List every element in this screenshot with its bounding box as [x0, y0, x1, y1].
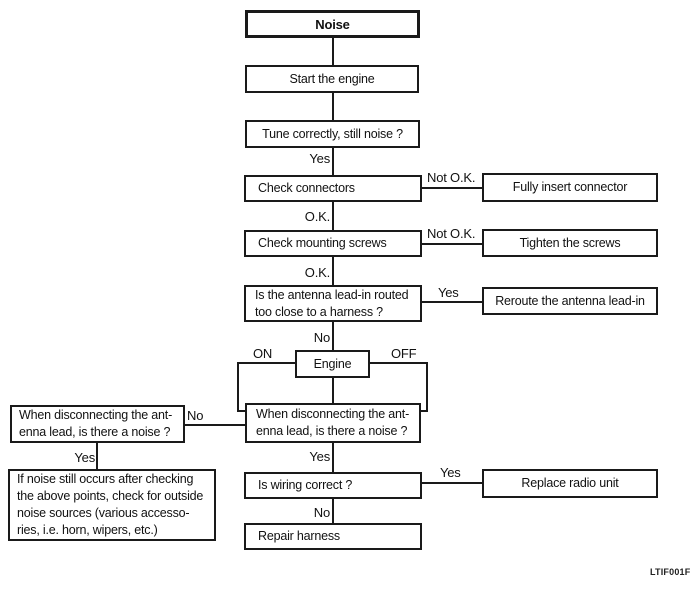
- node-tune-correctly: Tune correctly, still noise ?: [245, 120, 420, 148]
- edge-label-ok-connectors: O.K.: [304, 209, 330, 224]
- connector-screws-tighten: [422, 243, 482, 245]
- connector-antenna-engine: [332, 322, 334, 350]
- node-fully-insert-connector-label: Fully insert connector: [512, 180, 628, 194]
- connector-engine-on-vertical: [237, 362, 239, 412]
- node-reroute-antenna-label: Reroute the antenna lead-in: [495, 293, 645, 308]
- node-check-connectors: Check connectors: [244, 175, 422, 202]
- node-engine: Engine: [295, 350, 370, 378]
- node-is-wiring-correct: Is wiring correct ?: [244, 472, 422, 499]
- edge-label-no-antenna: No: [313, 330, 330, 345]
- node-repair-harness: Repair harness: [244, 523, 422, 550]
- edge-label-no-wiring: No: [313, 505, 330, 520]
- connector-connectors-fully-insert: [422, 187, 482, 189]
- edge-label-yes-wiring: Yes: [440, 465, 461, 480]
- edge-label-no-disconnect: No: [187, 408, 204, 423]
- connector-start-tune: [332, 93, 334, 120]
- node-disconnect-center-line1: When disconnecting the ant-: [256, 407, 410, 421]
- connector-engine-disconnect: [332, 378, 334, 403]
- node-start-engine-label: Start the engine: [289, 71, 375, 86]
- node-outside-noise-line1: If noise still occurs after checking: [17, 472, 194, 486]
- node-tune-correctly-label: Tune correctly, still noise ?: [262, 126, 403, 141]
- node-outside-noise-line3: noise sources (various accesso-: [17, 506, 190, 520]
- connector-engine-off-vertical: [426, 362, 428, 412]
- edge-label-yes-disconnect: Yes: [309, 449, 330, 464]
- connector-disconnect-no-left: [185, 424, 245, 426]
- node-disconnect-left-line2: enna lead, is there a noise ?: [19, 425, 171, 439]
- node-disconnect-center-line2: enna lead, is there a noise ?: [256, 424, 408, 438]
- node-engine-label: Engine: [313, 356, 352, 371]
- connector-engine-off-horizontal: [370, 362, 428, 364]
- node-disconnect-center: When disconnecting the ant- enna lead, i…: [245, 403, 421, 443]
- node-outside-noise: If noise still occurs after checking the…: [8, 469, 216, 541]
- edge-label-yes-antenna: Yes: [438, 285, 459, 300]
- connector-wiring-repair: [332, 499, 334, 523]
- edge-label-engine-off: OFF: [391, 346, 417, 361]
- node-reroute-antenna: Reroute the antenna lead-in: [482, 287, 658, 315]
- edge-label-notok-connectors: Not O.K.: [427, 170, 476, 185]
- node-outside-noise-line4: ries, i.e. horn, wipers, etc.): [17, 523, 158, 537]
- node-disconnect-left-line1: When disconnecting the ant-: [19, 408, 173, 422]
- node-tighten-screws-label: Tighten the screws: [519, 235, 621, 250]
- node-start-engine: Start the engine: [245, 65, 419, 93]
- node-noise-label: Noise: [315, 16, 350, 32]
- connector-disconnect-wiring: [332, 443, 334, 472]
- connector-engine-off-stub: [419, 410, 428, 412]
- node-check-mounting-screws: Check mounting screws: [244, 230, 422, 257]
- connector-antenna-reroute: [422, 301, 482, 303]
- connector-connectors-screws: [332, 202, 334, 230]
- connector-wiring-replace: [422, 482, 482, 484]
- node-antenna-lead-in-line2: too close to a harness ?: [255, 304, 383, 319]
- node-tighten-screws: Tighten the screws: [482, 229, 658, 257]
- figure-code: LTIF001F: [650, 567, 691, 577]
- node-disconnect-left: When disconnecting the ant- enna lead, i…: [10, 405, 185, 443]
- node-outside-noise-line2: the above points, check for outside: [17, 489, 204, 503]
- node-fully-insert-connector: Fully insert connector: [482, 173, 658, 202]
- connector-tune-connectors: [332, 148, 334, 175]
- node-repair-harness-label: Repair harness: [258, 529, 340, 543]
- edge-label-yes-tune: Yes: [309, 151, 330, 166]
- edge-label-notok-screws: Not O.K.: [427, 226, 476, 241]
- edge-label-ok-screws: O.K.: [304, 265, 330, 280]
- edge-label-yes-left: Yes: [74, 450, 95, 465]
- node-antenna-lead-in: Is the antenna lead-in routed too close …: [244, 285, 422, 322]
- node-replace-radio-unit: Replace radio unit: [482, 469, 658, 498]
- connector-noise-start: [332, 38, 334, 65]
- node-check-connectors-label: Check connectors: [258, 181, 355, 195]
- node-noise: Noise: [245, 10, 420, 38]
- connector-screws-antenna: [332, 257, 334, 285]
- node-antenna-lead-in-line1: Is the antenna lead-in routed: [255, 287, 409, 302]
- connector-left-yes-down: [96, 443, 98, 469]
- node-replace-radio-unit-label: Replace radio unit: [521, 476, 619, 490]
- connector-engine-on-horizontal: [237, 362, 295, 364]
- node-is-wiring-correct-label: Is wiring correct ?: [258, 478, 353, 492]
- node-check-mounting-screws-label: Check mounting screws: [258, 236, 387, 250]
- connector-engine-on-stub: [237, 410, 246, 412]
- edge-label-engine-on: ON: [253, 346, 273, 361]
